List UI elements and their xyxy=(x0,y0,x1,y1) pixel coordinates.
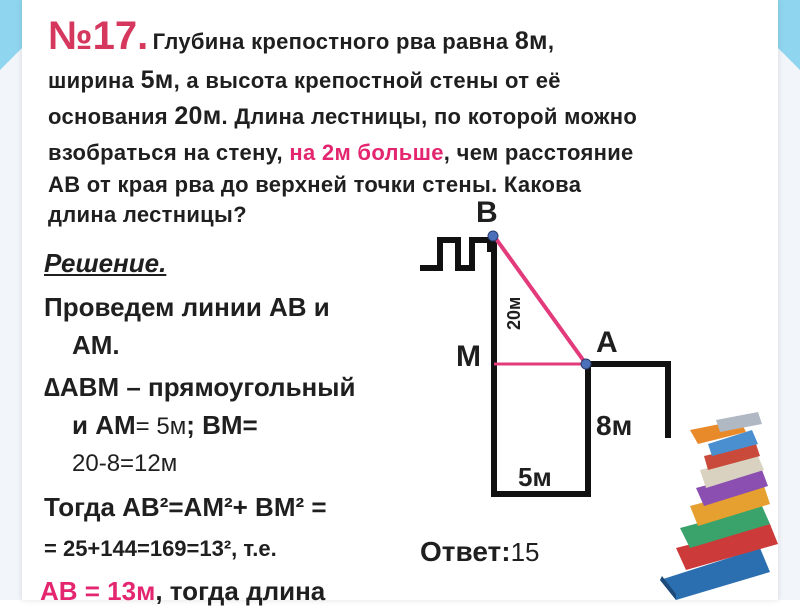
label-point-b: В xyxy=(476,196,498,229)
problem-width: 5м xyxy=(140,66,174,94)
problem-text: взобраться на стену, xyxy=(48,140,290,165)
slide-panel xyxy=(22,0,778,600)
problem-line-3: основания 20м. Длина лестницы, по которо… xyxy=(48,102,637,131)
point-b xyxy=(487,230,499,242)
label-moat-width: 5м xyxy=(518,462,552,492)
answer-label: Ответ: xyxy=(420,536,511,567)
wall-and-moat-outline xyxy=(491,238,671,497)
books-stack-image xyxy=(660,412,778,600)
solution-heading: Решение. xyxy=(44,248,167,278)
wall-battlement xyxy=(420,237,493,271)
problem-text: основания xyxy=(48,104,175,129)
problem-line-1: №17. Глубина крепостного рва равна 8м, xyxy=(48,14,554,59)
solution-line-3: ∆АВМ – прямоугольный xyxy=(44,372,356,402)
solution-line-1: Проведем линии АВ и xyxy=(44,292,330,322)
problem-highlight: на 2м больше xyxy=(289,140,444,165)
solution-line-2: АМ. xyxy=(72,330,120,360)
problem-text: . Длина лестницы, по которой можно xyxy=(221,104,638,129)
problem-text: , а высота крепостной стены от её xyxy=(173,68,561,93)
segment-ab xyxy=(492,234,588,366)
problem-text: , xyxy=(547,29,555,54)
solution-am-value: = 5м xyxy=(135,413,187,440)
label-point-a: А xyxy=(596,326,618,359)
answer-value: 15 xyxy=(510,537,540,567)
problem-text: , чем расстояние xyxy=(443,140,634,165)
solution-line-5: 20-8=12м xyxy=(72,450,178,477)
label-moat-depth: 8м xyxy=(596,410,633,441)
problem-number: №17. xyxy=(48,14,149,58)
problem-line-2: ширина 5м, а высота крепостной стены от … xyxy=(48,66,561,95)
solution-line-4: и АМ= 5м; ВМ= xyxy=(72,410,258,441)
problem-text: Глубина крепостного рва равна xyxy=(152,29,515,54)
label-wall-height: 20м xyxy=(504,296,524,330)
problem-line-4: взобраться на стену, на 2м больше, чем р… xyxy=(48,140,634,166)
problem-height: 20м xyxy=(174,102,222,130)
problem-line-5: АВ от края рва до верхней точки стены. К… xyxy=(48,172,582,197)
solution-line-7: = 25+144=169=13², т.е. xyxy=(44,536,277,561)
problem-depth: 8м xyxy=(514,27,548,55)
problem-line-6: длина лестницы? xyxy=(48,202,247,227)
problem-text: ширина xyxy=(48,68,141,93)
solution-text: и АМ xyxy=(72,410,136,440)
solution-text: ; ВМ= xyxy=(186,410,258,440)
label-point-m: М xyxy=(456,340,481,373)
solution-line-6: Тогда АВ²=АМ²+ ВМ² = xyxy=(44,492,327,522)
answer-line: Ответ:15 xyxy=(420,536,540,568)
point-a xyxy=(580,358,592,370)
